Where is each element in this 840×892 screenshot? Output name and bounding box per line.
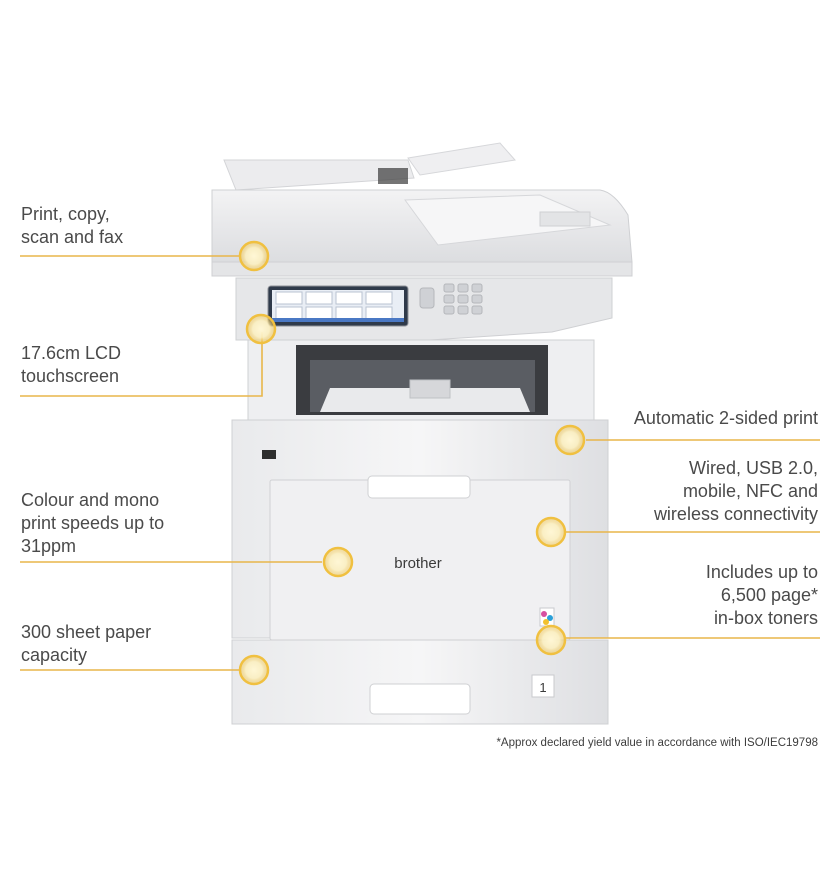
feature-label-lcd: 17.6cm LCD touchscreen xyxy=(21,343,122,386)
hotspot-print-copy xyxy=(238,240,270,272)
leader-line-lcd xyxy=(20,332,263,397)
tray-number: 1 xyxy=(539,680,546,695)
hotspot-connectivity xyxy=(535,516,567,548)
feature-label-speed: Colour and mono print speeds up to 31ppm xyxy=(21,490,165,556)
feature-label-connectivity: Wired, USB 2.0, mobile, NFC and wireless… xyxy=(653,458,818,524)
hotspot-lcd xyxy=(245,313,277,345)
feature-label-capacity: 300 sheet paper capacity xyxy=(21,622,152,665)
yield-footnote: *Approx declared yield value in accordan… xyxy=(496,737,818,749)
feature-label-duplex: Automatic 2-sided print xyxy=(633,408,818,428)
feature-label-print-copy: Print, copy, scan and fax xyxy=(21,204,124,247)
adf-top xyxy=(223,159,415,191)
feature-label-toners: Includes up to 6,500 page* in-box toners xyxy=(705,562,818,628)
brand-logo: brother xyxy=(394,555,442,572)
hotspot-toners xyxy=(535,624,567,656)
hotspot-speed xyxy=(322,546,354,578)
hotspot-duplex xyxy=(554,424,586,456)
hotspot-capacity xyxy=(238,654,270,686)
